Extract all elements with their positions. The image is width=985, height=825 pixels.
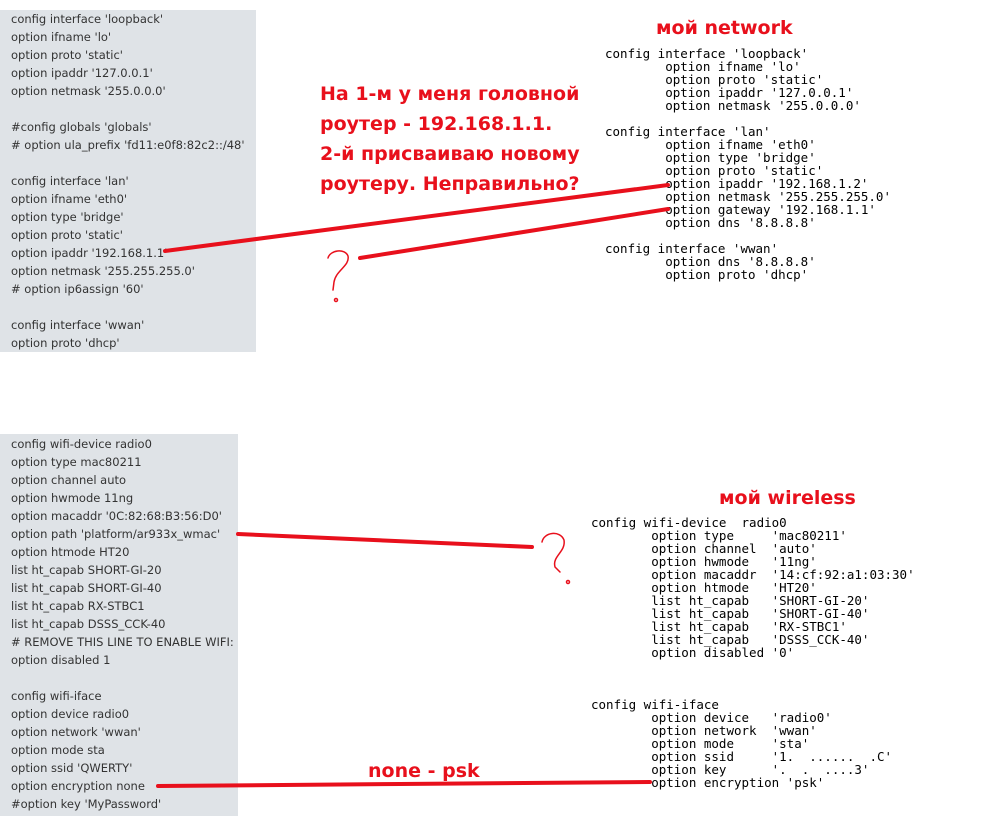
- network-title: мой network: [656, 17, 793, 39]
- config-line: option netmask '255.0.0.0': [605, 98, 861, 113]
- config-line: list ht_capab SHORT-GI-40: [11, 581, 162, 595]
- config-line: option path 'platform/ar933x_wmac': [11, 527, 221, 541]
- none-psk-annotation: none - psk: [368, 760, 480, 782]
- config-line: option hwmode 11ng: [11, 491, 134, 505]
- config-line: option ssid 'QWERTY': [11, 761, 133, 775]
- config-line: config interface 'loopback': [11, 12, 164, 26]
- left-wireless-config-panel: config wifi-device radio0 option type mac…: [0, 434, 238, 816]
- config-line: option channel 'auto': [591, 541, 817, 556]
- config-line: option disabled '0': [591, 645, 795, 660]
- question-line: На 1-м у меня головной: [320, 83, 580, 105]
- config-line: option netmask '255.0.0.0': [11, 84, 166, 98]
- question-text: На 1-м у меня головной роутер - 192.168.…: [320, 79, 580, 199]
- config-line: option hwmode '11ng': [591, 554, 817, 569]
- right-wireless-device-config: config wifi-device radio0 option type 'm…: [591, 516, 915, 659]
- config-line: option type 'bridge': [605, 150, 816, 165]
- config-line: option proto 'static': [11, 228, 123, 242]
- config-line: option type mac80211: [11, 455, 142, 469]
- config-line: option dns '8.8.8.8': [605, 254, 816, 269]
- config-line: option device radio0: [11, 707, 130, 721]
- config-line: option network 'wwan': [11, 725, 141, 739]
- question-mark-2: [541, 532, 565, 573]
- left-network-config-panel: config interface 'loopback' option ifname…: [0, 10, 256, 352]
- config-line: list ht_capab SHORT-GI-20: [11, 563, 162, 577]
- config-line: option ifname 'lo': [605, 59, 801, 74]
- config-line: option ifname 'eth0': [11, 192, 128, 206]
- config-line: #config globals 'globals': [11, 120, 152, 134]
- config-line: config wifi-iface: [591, 697, 719, 712]
- config-line: option ifname 'lo': [11, 30, 112, 44]
- config-line: config wifi-device radio0: [591, 515, 787, 530]
- config-line: config interface 'wwan': [605, 241, 779, 256]
- config-line: option macaddr '0C:82:68:B3:56:D0': [11, 509, 222, 523]
- config-line: list ht_capab 'DSSS_CCK-40': [591, 632, 870, 647]
- question-line: 2-й присваиваю новому: [320, 143, 580, 165]
- config-line: option ifname 'eth0': [605, 137, 816, 152]
- config-line: option encryption none: [11, 779, 145, 793]
- config-line: list ht_capab DSSS_CCK-40: [11, 617, 166, 631]
- config-line: option channel auto: [11, 473, 127, 487]
- question-mark-2-dot: [565, 579, 571, 585]
- config-line: config wifi-device radio0: [11, 437, 152, 451]
- config-line: list ht_capab RX-STBC1: [11, 599, 145, 613]
- arrow-encryption: [156, 780, 652, 788]
- right-network-config: config interface 'loopback' option ifnam…: [605, 47, 891, 281]
- config-line: option macaddr '14:cf:92:a1:03:30': [591, 567, 915, 582]
- config-line: option proto 'static': [605, 72, 824, 87]
- config-line: option network 'wwan': [591, 723, 817, 738]
- config-line: option type 'bridge': [11, 210, 124, 224]
- config-line: list ht_capab 'SHORT-GI-20': [591, 593, 870, 608]
- config-line: option proto 'static': [11, 48, 123, 62]
- config-line: option dns '8.8.8.8': [605, 215, 816, 230]
- question-mark-1-dot: [333, 297, 339, 303]
- config-line: option ipaddr '127.0.0.1': [605, 85, 854, 100]
- config-line: option htmode HT20: [11, 545, 130, 559]
- question-line: роутер - 192.168.1.1.: [320, 113, 553, 135]
- arrow-path: [236, 532, 534, 549]
- config-line: # option ula_prefix 'fd11:e0f8:82c2::/48…: [11, 138, 245, 152]
- config-line: option netmask '255.255.255.0': [11, 264, 195, 278]
- config-line: option ipaddr '192.168.1.2': [605, 176, 869, 191]
- config-line: config interface 'lan': [11, 174, 129, 188]
- config-line: config interface 'wwan': [11, 318, 145, 332]
- config-line: option ssid '1. ...... .C': [591, 749, 893, 764]
- arrow-ipaddr: [163, 183, 670, 253]
- question-line: роутеру. Неправильно?: [320, 173, 580, 195]
- config-line: # REMOVE THIS LINE TO ENABLE WIFI:: [11, 635, 234, 649]
- config-line: config interface 'lan': [605, 124, 771, 139]
- config-line: option ipaddr '192.168.1.1': [11, 246, 168, 260]
- config-line: option htmode 'HT20': [591, 580, 817, 595]
- config-line: option disabled 1: [11, 653, 111, 667]
- config-line: option proto 'dhcp': [11, 336, 120, 350]
- right-wireless-iface-config: config wifi-iface option device 'radio0'…: [591, 698, 892, 789]
- config-line: # option ip6assign '60': [11, 282, 144, 296]
- config-line: option proto 'static': [605, 163, 824, 178]
- config-line: list ht_capab 'SHORT-GI-40': [591, 606, 870, 621]
- config-line: option gateway '192.168.1.1': [605, 202, 876, 217]
- config-line: option mode 'sta': [591, 736, 810, 751]
- wireless-title: мой wireless: [719, 487, 856, 509]
- config-line: option mode sta: [11, 743, 105, 757]
- config-line: option netmask '255.255.255.0': [605, 189, 891, 204]
- config-line: config interface 'loopback': [605, 46, 809, 61]
- config-line: list ht_capab 'RX-STBC1': [591, 619, 847, 634]
- config-line: option ipaddr '127.0.0.1': [11, 66, 153, 80]
- config-line: config wifi-iface: [11, 689, 102, 703]
- config-line: option key '. . ....3': [591, 762, 870, 777]
- question-mark-1: [327, 250, 349, 291]
- config-line: option encryption 'psk': [591, 775, 825, 790]
- config-line: option device 'radio0': [591, 710, 832, 725]
- arrow-gateway: [358, 207, 670, 260]
- config-line: option type 'mac80211': [591, 528, 847, 543]
- config-line: option proto 'dhcp': [605, 267, 809, 282]
- config-line: #option key 'MyPassword': [11, 797, 162, 811]
